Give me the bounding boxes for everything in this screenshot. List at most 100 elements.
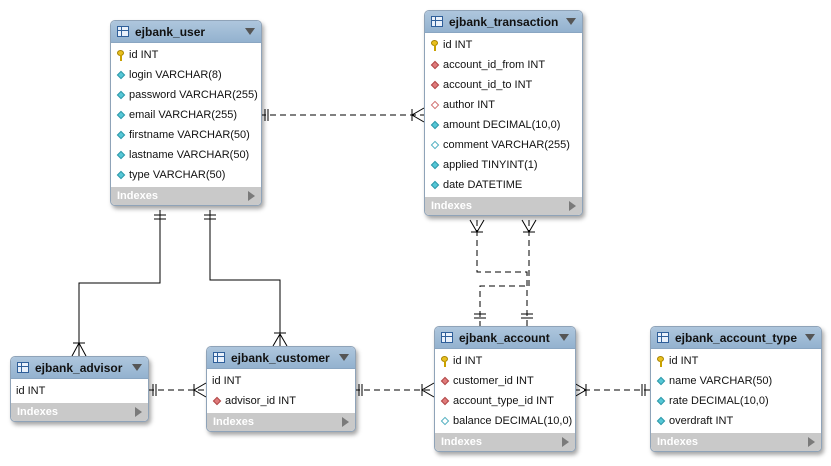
column-row[interactable]: type VARCHAR(50): [111, 165, 261, 185]
chevron-down-icon[interactable]: [805, 334, 815, 341]
column-row[interactable]: applied TINYINT(1): [425, 155, 582, 175]
triangle-right-icon[interactable]: [808, 437, 815, 447]
rel-user-customer[interactable]: [209, 210, 281, 346]
column-row[interactable]: id INT: [11, 381, 148, 401]
hollow-cyan-diamond-icon: [440, 416, 451, 427]
triangle-right-icon[interactable]: [569, 201, 576, 211]
rel-account-transaction-to[interactable]: [479, 220, 530, 326]
cyan-diamond-icon: [430, 180, 441, 191]
column-label: lastname VARCHAR(50): [129, 149, 250, 161]
indexes-bar[interactable]: Indexes: [651, 433, 821, 451]
column-row[interactable]: rate DECIMAL(10,0): [651, 391, 821, 411]
column-label: applied TINYINT(1): [443, 159, 538, 171]
table-ejbank-account-type[interactable]: ejbank_account_type id INT name VARCHAR(…: [650, 326, 822, 452]
column-row[interactable]: balance DECIMAL(10,0): [435, 411, 575, 431]
column-label: firstname VARCHAR(50): [129, 129, 250, 141]
table-header[interactable]: ejbank_customer: [207, 347, 355, 369]
column-label: advisor_id INT: [225, 395, 296, 407]
cyan-diamond-icon: [430, 120, 441, 131]
column-label: type VARCHAR(50): [129, 169, 226, 181]
column-row[interactable]: customer_id INT: [435, 371, 575, 391]
table-ejbank-advisor[interactable]: ejbank_advisor id INT Indexes: [10, 356, 149, 422]
cyan-diamond-icon: [116, 70, 127, 81]
column-label: login VARCHAR(8): [129, 69, 222, 81]
chevron-down-icon[interactable]: [559, 334, 569, 341]
column-row[interactable]: id INT: [207, 371, 355, 391]
table-icon: [657, 332, 669, 343]
table-ejbank-transaction[interactable]: ejbank_transaction id INT account_id_fro…: [424, 10, 583, 216]
table-header[interactable]: ejbank_user: [111, 21, 261, 43]
column-label: date DATETIME: [443, 179, 523, 191]
rel-account-transaction-one-mark-1: [474, 313, 486, 319]
column-label: id INT: [669, 355, 699, 367]
column-row[interactable]: password VARCHAR(255): [111, 85, 261, 105]
indexes-bar[interactable]: Indexes: [207, 413, 355, 431]
key-icon: [440, 355, 451, 367]
indexes-bar[interactable]: Indexes: [425, 197, 582, 215]
column-row[interactable]: comment VARCHAR(255): [425, 135, 582, 155]
indexes-label: Indexes: [17, 406, 58, 418]
column-row[interactable]: id INT: [435, 351, 575, 371]
column-row[interactable]: date DATETIME: [425, 175, 582, 195]
rel-user-advisor-crowfoot: [71, 341, 87, 357]
column-row[interactable]: author INT: [425, 95, 582, 115]
rel-user-transaction-crowfoot: [411, 107, 425, 123]
table-header[interactable]: ejbank_transaction: [425, 11, 582, 33]
rel-account-transaction-from[interactable]: [476, 220, 528, 326]
column-row[interactable]: account_id_to INT: [425, 75, 582, 95]
rel-account-transaction-crowfoot-2: [521, 219, 537, 233]
column-row[interactable]: overdraft INT: [651, 411, 821, 431]
column-row[interactable]: advisor_id INT: [207, 391, 355, 411]
indexes-label: Indexes: [213, 416, 254, 428]
rel-user-advisor[interactable]: [78, 210, 161, 356]
triangle-right-icon[interactable]: [248, 191, 255, 201]
rel-account-transaction-crowfoot-1: [469, 219, 485, 233]
table-icon: [117, 26, 129, 37]
table-header[interactable]: ejbank_account_type: [651, 327, 821, 349]
indexes-label: Indexes: [657, 436, 698, 448]
column-row[interactable]: name VARCHAR(50): [651, 371, 821, 391]
chevron-down-icon[interactable]: [339, 354, 349, 361]
column-row[interactable]: id INT: [425, 35, 582, 55]
cyan-diamond-icon: [116, 170, 127, 181]
column-label: rate DECIMAL(10,0): [669, 395, 769, 407]
table-header[interactable]: ejbank_account: [435, 327, 575, 349]
table-ejbank-customer[interactable]: ejbank_customer id INT advisor_id INT In…: [206, 346, 356, 432]
column-row[interactable]: login VARCHAR(8): [111, 65, 261, 85]
table-ejbank-account[interactable]: ejbank_account id INT customer_id INT ac…: [434, 326, 576, 452]
column-label: overdraft INT: [669, 415, 734, 427]
column-row[interactable]: lastname VARCHAR(50): [111, 145, 261, 165]
column-label: password VARCHAR(255): [129, 89, 258, 101]
column-row[interactable]: account_id_from INT: [425, 55, 582, 75]
red-diamond-icon: [440, 396, 451, 407]
cyan-diamond-icon: [656, 376, 667, 387]
table-name: ejbank_account: [459, 330, 550, 345]
rel-user-advisor-one-mark: [154, 214, 166, 220]
indexes-bar[interactable]: Indexes: [435, 433, 575, 451]
chevron-down-icon[interactable]: [566, 18, 576, 25]
indexes-bar[interactable]: Indexes: [111, 187, 261, 205]
triangle-right-icon[interactable]: [562, 437, 569, 447]
chevron-down-icon[interactable]: [132, 364, 142, 371]
cyan-diamond-icon: [430, 160, 441, 171]
column-label: id INT: [129, 49, 159, 61]
triangle-right-icon[interactable]: [135, 407, 142, 417]
column-row[interactable]: id INT: [111, 45, 261, 65]
column-row[interactable]: account_type_id INT: [435, 391, 575, 411]
table-header[interactable]: ejbank_advisor: [11, 357, 148, 379]
table-ejbank-user[interactable]: ejbank_user id INT login VARCHAR(8) pass…: [110, 20, 262, 206]
column-row[interactable]: email VARCHAR(255): [111, 105, 261, 125]
column-row[interactable]: id INT: [651, 351, 821, 371]
chevron-down-icon[interactable]: [245, 28, 255, 35]
column-row[interactable]: firstname VARCHAR(50): [111, 125, 261, 145]
rel-advisor-customer-crowfoot: [193, 382, 207, 398]
key-icon: [116, 49, 127, 61]
indexes-bar[interactable]: Indexes: [11, 403, 148, 421]
column-label: amount DECIMAL(10,0): [443, 119, 561, 131]
column-row[interactable]: amount DECIMAL(10,0): [425, 115, 582, 135]
triangle-right-icon[interactable]: [342, 417, 349, 427]
column-label: id INT: [212, 375, 242, 387]
rel-account-transaction-one-mark-2: [521, 313, 533, 319]
table-name: ejbank_advisor: [35, 360, 123, 375]
